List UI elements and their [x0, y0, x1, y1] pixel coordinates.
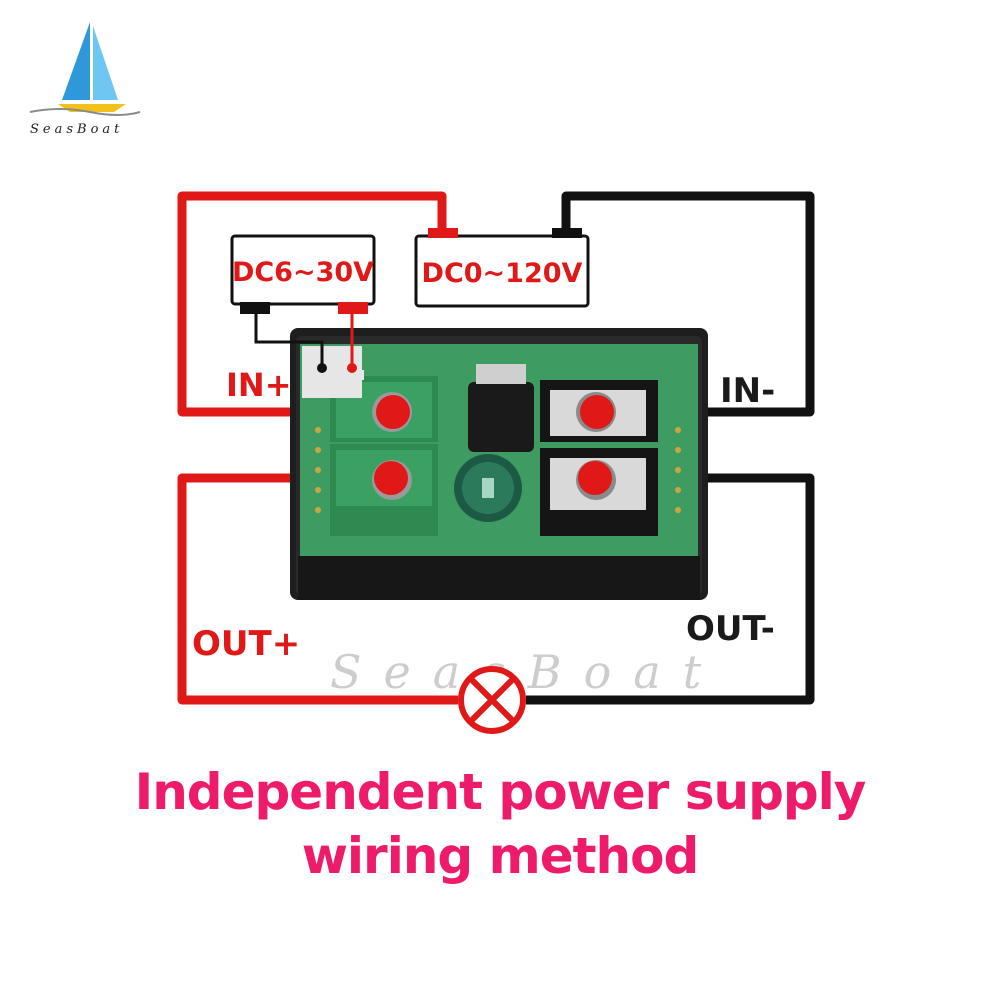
label-in-plus: IN+	[226, 366, 292, 404]
wire-in-minus	[561, 191, 815, 417]
sailboat-logo-icon	[29, 22, 141, 116]
label-out-minus: OUT-	[686, 609, 775, 649]
terminal-out-minus-marker	[578, 461, 612, 495]
caption-line-2: wiring method	[301, 827, 700, 885]
caption-line-1: Independent power supply	[134, 763, 867, 821]
terminal-out-plus-marker	[374, 461, 408, 495]
converter-module	[290, 328, 708, 600]
terminal-in-plus-marker	[376, 395, 410, 429]
label-out-plus: OUT+	[192, 624, 300, 664]
wire-out-plus	[177, 473, 458, 705]
aux-power-supply: DC6~30V	[230, 234, 376, 314]
lamp-load-icon	[458, 666, 526, 734]
main-supply-label: DC0~120V	[422, 258, 583, 289]
wire-in-plus	[177, 191, 447, 417]
aux-supply-label: DC6~30V	[232, 257, 374, 288]
capacitor	[454, 454, 522, 522]
logo-brand-text: SeasBoat	[30, 122, 123, 137]
main-power-supply: DC0~120V	[414, 228, 590, 308]
terminal-in-minus-marker	[580, 395, 614, 429]
inductor	[468, 382, 534, 452]
brand-logo: SeasBoat	[29, 22, 141, 137]
label-in-minus: IN-	[720, 371, 775, 411]
watermark-text: SeasBoat	[330, 645, 723, 699]
